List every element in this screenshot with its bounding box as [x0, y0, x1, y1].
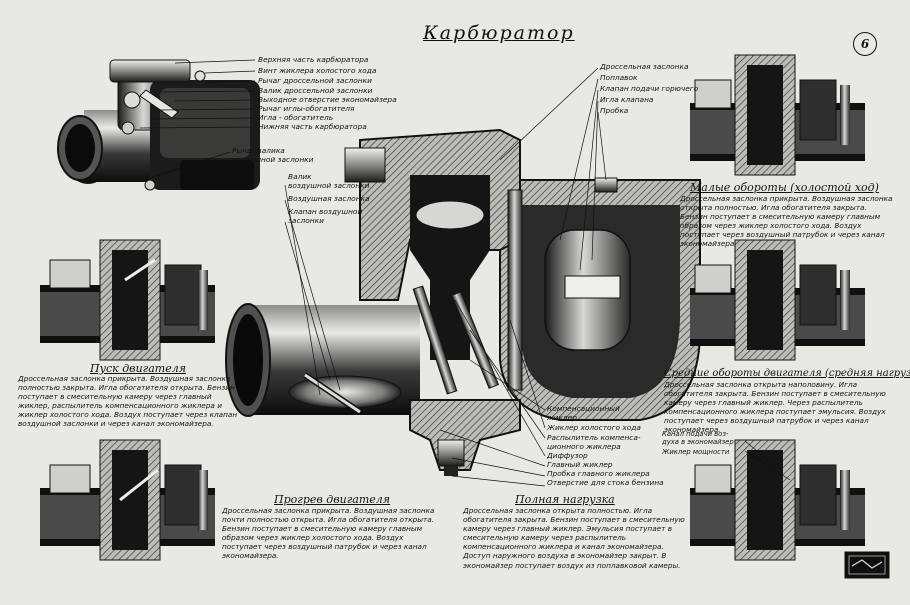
label-comp-sprayer-1: Распылитель компенса-: [547, 433, 641, 442]
label-economizer-outlet: Выходное отверстие экономайзера: [258, 95, 397, 104]
label-throttle-shaft: Валик дроссельной заслонки: [258, 86, 373, 95]
label-diffuser: Диффузор: [547, 451, 588, 460]
text-medium: Дроссельная заслонка открыта наполовину.…: [664, 380, 886, 435]
schematic-medium: [690, 239, 865, 361]
label-idle-jet-screw: Винт жиклера холостого хода: [258, 66, 377, 75]
label-fuel-valve: Клапан подачи горючего: [600, 84, 699, 93]
heading-warmup: Прогрев двигателя: [274, 493, 391, 506]
label-air-flap: Воздушная заслонка: [288, 194, 370, 203]
label-throttle-valve: Дроссельная заслонка: [600, 62, 689, 71]
label-air-channel-1: Канал подачи воз-: [662, 430, 729, 438]
sheet-number: 6: [853, 32, 877, 56]
label-lower-part: Нижняя часть карбюратора: [258, 122, 367, 131]
label-air-channel-2: духа в экономайзер: [662, 438, 734, 446]
text-idle: Дроссельная заслонка прикрыта. Воздушная…: [680, 194, 893, 249]
carburetor-main-section: [225, 128, 701, 476]
label-plug: Пробка: [600, 106, 629, 115]
label-drain-hole: Отверстие для стока бензина: [547, 478, 664, 487]
label-main-jet-plug: Пробка главного жиклера: [547, 469, 650, 478]
leader-lines: [139, 59, 791, 487]
schematic-start: [40, 239, 215, 361]
label-enricher-needle: Игла - обогатитель: [258, 113, 334, 122]
label-comp-jet-1: Компенсационный: [547, 404, 620, 413]
heading-idle: Малые обороты (холостой ход): [690, 181, 879, 194]
label-air-valve-2: заслонки: [288, 216, 324, 225]
carburetor-external-view: [57, 59, 260, 191]
schematic-full-load: [690, 439, 865, 561]
label-air-valve-1: Клапан воздушной: [288, 207, 363, 216]
label-throttle-lever: Рычаг дроссельной заслонки: [258, 76, 372, 85]
poster-title: Карбюратор: [423, 22, 575, 44]
label-enricher-lever: Рычаг иглы-обогатителя: [258, 104, 355, 113]
label-float: Поплавок: [600, 73, 638, 82]
publisher-plate: [844, 551, 890, 579]
label-valve-needle: Игла клапана: [600, 95, 654, 104]
heading-medium: Средние обороты двигателя (средняя нагру…: [664, 368, 910, 379]
label-air-shaft-1: Валик: [288, 172, 312, 181]
text-warmup: Дроссельная заслонка прикрыта. Воздушная…: [222, 506, 435, 561]
text-start: Дроссельная заслонка прикрыта. Воздушная…: [18, 374, 238, 429]
label-comp-sprayer-2: ционного жиклера: [547, 442, 621, 451]
label-upper-part: Верхняя часть карбюратора: [258, 55, 369, 64]
label-choke-lever-1: Рычаг валика: [232, 146, 285, 155]
schematic-warmup: [40, 439, 215, 561]
heading-full-load: Полная нагрузка: [515, 493, 615, 506]
text-full-load: Дроссельная заслонка открыта полностью. …: [463, 506, 685, 570]
label-main-jet: Главный жиклер: [547, 460, 613, 469]
label-air-shaft-2: воздушной заслонки: [288, 181, 370, 190]
schematic-idle: [690, 54, 865, 176]
label-idle-jet: Жиклер холостого хода: [547, 423, 641, 432]
heading-start: Пуск двигателя: [90, 362, 187, 375]
label-comp-jet-2: жиклер: [547, 413, 577, 422]
label-power-jet: Жиклер мощности: [662, 448, 730, 456]
label-choke-lever-2: воздушной заслонки: [232, 155, 314, 164]
